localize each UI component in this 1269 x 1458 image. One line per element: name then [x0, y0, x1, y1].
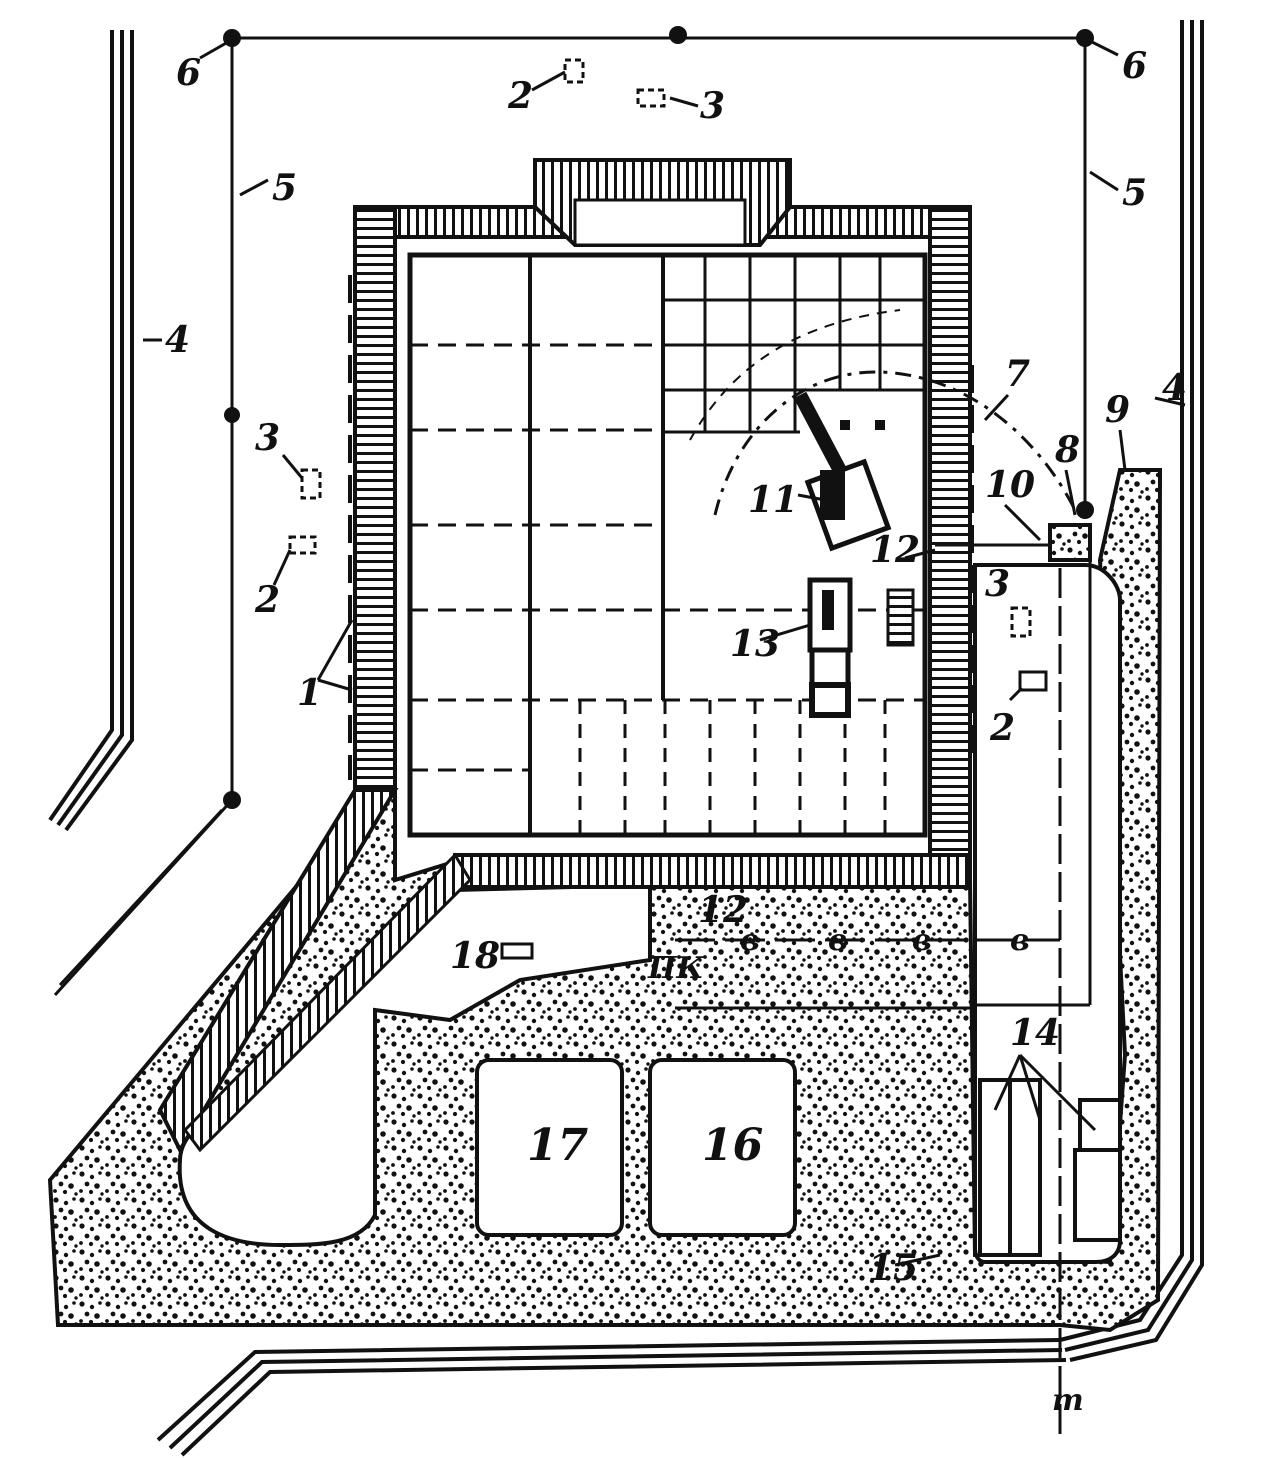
- label-7: 7: [1005, 353, 1030, 395]
- label-5-right: 5: [1122, 172, 1147, 214]
- label-6-right: 6: [1122, 45, 1147, 87]
- storage-17: [475, 1058, 624, 1237]
- label-2-right: 2: [989, 707, 1015, 749]
- utility-lines: [675, 530, 1092, 1440]
- road-left: [48, 30, 134, 832]
- road-bottom: [156, 1338, 1067, 1457]
- label-12-top: 12: [870, 529, 920, 571]
- label-15: 15: [868, 1247, 918, 1289]
- label-v-4: в: [1010, 923, 1030, 958]
- label-13: 13: [730, 623, 780, 665]
- label-11: 11: [748, 479, 798, 521]
- label-3-left: 3: [255, 417, 280, 459]
- truck-lane: [973, 563, 1122, 1264]
- label-3-right: 3: [985, 563, 1010, 605]
- label-v-2: в: [828, 923, 848, 958]
- pit-slopes: [157, 158, 972, 1155]
- label-3-top: 3: [700, 85, 725, 127]
- label-v-3: в: [912, 923, 932, 958]
- survey-lines: [53, 36, 1087, 997]
- crane-swing-arc-inner: [689, 309, 901, 441]
- labels: 6 6 2 3 5 5 4 4 3 2 1 7 8 9 10 11 12 3 1…: [165, 45, 1187, 1418]
- pit-floor: [407, 252, 928, 838]
- survey-pins: [223, 26, 1094, 809]
- label-10: 10: [985, 464, 1035, 506]
- marker-boxes: [288, 58, 1048, 960]
- storage-16: [648, 1058, 797, 1237]
- label-t: т: [1052, 1383, 1084, 1418]
- label-12-bottom: 12: [698, 889, 748, 931]
- leader-lines: [143, 40, 1186, 1267]
- crane-swing-arc: [713, 370, 1077, 516]
- label-v-1: в: [740, 923, 760, 958]
- label-6-left: 6: [176, 52, 201, 94]
- label-2-left: 2: [254, 579, 280, 621]
- power-point-8: [1048, 523, 1092, 562]
- label-18: 18: [450, 935, 500, 977]
- label-17: 17: [527, 1120, 589, 1171]
- excavator-13: [807, 577, 915, 718]
- crane-11: [793, 391, 892, 552]
- label-2-top: 2: [507, 75, 533, 117]
- label-8: 8: [1054, 429, 1080, 471]
- label-pk: ПК: [647, 951, 704, 986]
- label-9: 9: [1105, 389, 1130, 431]
- label-5-left: 5: [272, 167, 297, 209]
- label-14: 14: [1010, 1012, 1060, 1054]
- label-4-left: 4: [165, 319, 190, 361]
- site-facilities-14: [978, 1078, 1122, 1257]
- label-16: 16: [702, 1120, 763, 1171]
